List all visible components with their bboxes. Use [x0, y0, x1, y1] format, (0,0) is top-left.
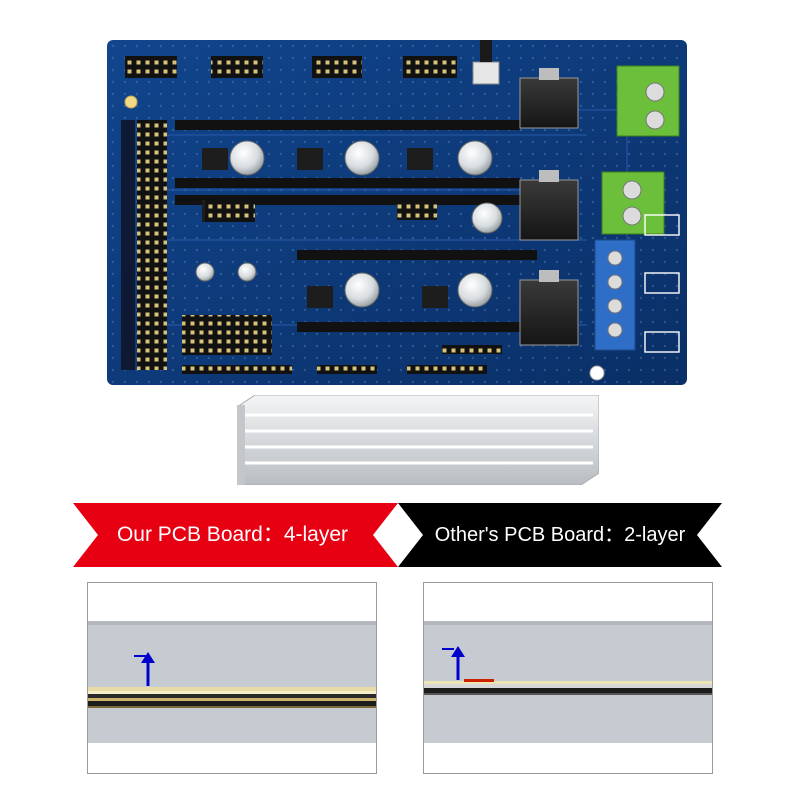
servos-header [403, 56, 457, 78]
endstop-header [182, 315, 272, 355]
reset-button [472, 61, 500, 85]
ramps-pcb-board [107, 18, 687, 385]
cross-section-4-layer [87, 582, 377, 774]
banner-other-pcb-text: Other's PCB Board：2-layer [434, 524, 686, 546]
aux3-header [125, 56, 177, 78]
banner-our-pcb: Our PCB Board：4-layer [73, 503, 398, 567]
left-pin-header [137, 120, 167, 370]
banner-shape [398, 503, 722, 567]
cross-section-2-layer [423, 582, 713, 774]
mounting-hole [589, 365, 605, 381]
aux1-header [312, 56, 362, 78]
aux2-header [211, 56, 263, 78]
aluminum-heatsink [236, 394, 600, 486]
banner-our-pcb-text: Our PCB Board：4-layer [116, 523, 349, 546]
mosfets [519, 68, 579, 346]
driver-socket-row [175, 120, 520, 130]
capacitors [195, 140, 503, 308]
pcb-board-illustration [107, 18, 687, 385]
mounting-hole [124, 95, 138, 109]
banner-other-pcb: Other's PCB Board：2-layer [398, 503, 722, 567]
cross-section-image [88, 621, 376, 743]
heatsink-illustration [236, 394, 600, 486]
cross-section-image [424, 621, 712, 743]
reset-button-plunger [480, 18, 492, 62]
banner-shape [73, 503, 398, 567]
